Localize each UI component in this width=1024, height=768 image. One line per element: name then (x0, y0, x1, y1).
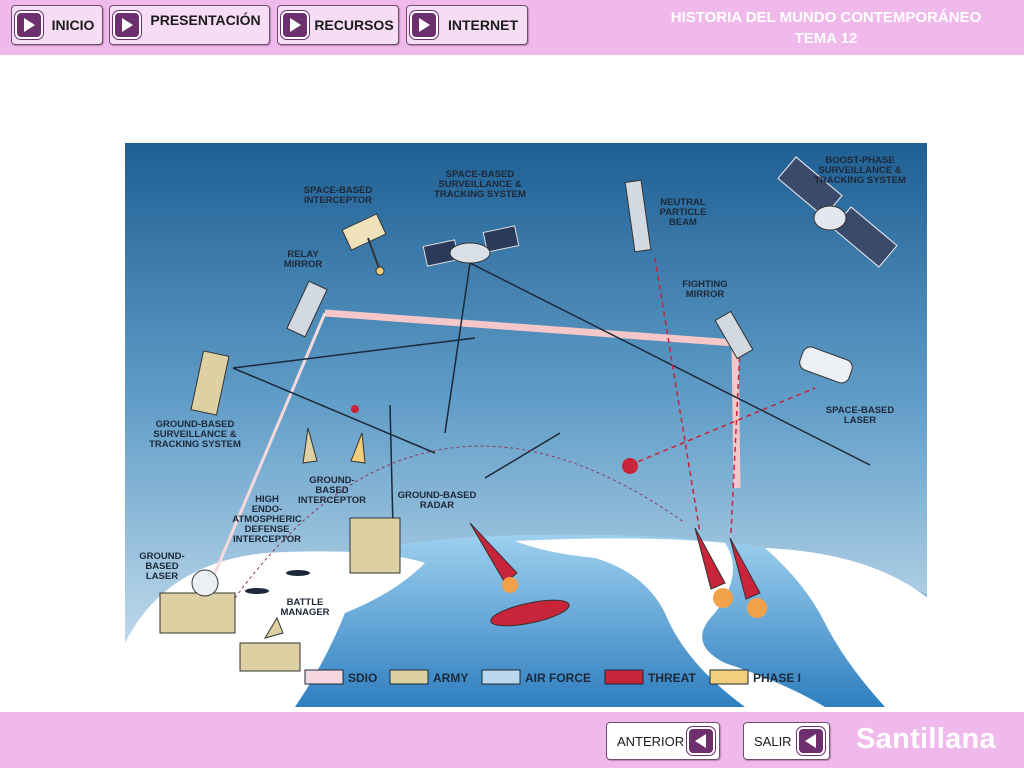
course-title: HISTORIA DEL MUNDO CONTEMPORÁNEO (670, 9, 982, 26)
tracking-line (469, 262, 871, 466)
play-arrow-icon (113, 11, 141, 39)
threat-explosion (622, 458, 638, 474)
relay-mirror-satellite (286, 280, 328, 338)
radar-line (389, 404, 394, 529)
anterior-label: ANTERIOR (617, 734, 685, 749)
top-navigation-bar: INICIO PRESENTACIÓN RECURSOS INTERNET HI… (0, 0, 1024, 55)
space-based-laser-satellite (799, 346, 853, 384)
landmass-central (515, 538, 825, 707)
threat-warhead (351, 405, 359, 413)
legend-swatch (304, 669, 344, 685)
internet-label: INTERNET (448, 17, 518, 33)
figure-legend: SDIO ARMY AIR FORCE THREAT PHASE I (304, 669, 801, 685)
recursos-label: RECURSOS (314, 17, 394, 33)
ground-radar-array (349, 517, 401, 574)
back-arrow-icon (687, 727, 715, 755)
legend-label: PHASE I (753, 671, 801, 685)
laser-line (629, 387, 816, 466)
hedi-missile (302, 427, 318, 464)
space-surveillance-satellite (422, 225, 520, 267)
landmass-east (765, 548, 927, 707)
topic-number: TEMA 12 (794, 30, 858, 47)
inicio-button[interactable]: INICIO (11, 5, 103, 45)
salir-label: SALIR (754, 734, 792, 749)
tracking-line (232, 367, 436, 454)
legend-swatch (481, 669, 521, 685)
fighting-mirror-satellite (714, 310, 754, 360)
space-based-interceptor-satellite (341, 213, 387, 276)
battle-manager-station (239, 616, 301, 672)
publisher-logo: Santillana (856, 723, 996, 755)
tracking-line (232, 337, 476, 369)
legend-swatch (709, 669, 749, 685)
play-arrow-icon (410, 11, 438, 39)
anterior-button[interactable]: ANTERIOR (606, 722, 720, 760)
presentacion-label: PRESENTACIÓN (150, 12, 261, 28)
recursos-button[interactable]: RECURSOS (277, 5, 399, 45)
radar-line (484, 432, 561, 479)
legend-swatch (389, 669, 429, 685)
threat-missiles (469, 522, 767, 618)
neutral-particle-beam-satellite (624, 179, 652, 253)
mirror-line (730, 347, 741, 534)
header-title-block: HISTORIA DEL MUNDO CONTEMPORÁNEO TEMA 12 (646, 7, 1006, 49)
ground-laser-beam (213, 312, 327, 574)
play-arrow-icon (281, 11, 309, 39)
bottom-navigation-bar: ANTERIOR SALIR Santillana (0, 712, 1024, 768)
presentacion-button[interactable]: PRESENTACIÓN (109, 5, 270, 45)
legend-label: THREAT (648, 671, 696, 685)
legend-label: SDIO (348, 671, 377, 685)
particle-beam-line (654, 257, 701, 534)
back-arrow-icon (797, 727, 825, 755)
ground-interceptor-missile (350, 432, 366, 464)
ground-surveillance-tower (190, 350, 230, 416)
tracking-line (444, 262, 471, 434)
salir-button[interactable]: SALIR (743, 722, 830, 760)
ground-laser-station (159, 569, 236, 634)
play-arrow-icon (15, 11, 43, 39)
legend-swatch (604, 669, 644, 685)
boost-phase-satellite (777, 156, 898, 268)
inicio-label: INICIO (51, 17, 95, 33)
threat-submarine (490, 599, 570, 627)
internet-button[interactable]: INTERNET (406, 5, 528, 45)
missile-trajectory (234, 445, 686, 599)
legend-label: ARMY (433, 671, 468, 685)
legend-label: AIR FORCE (525, 671, 591, 685)
silo-markers (245, 570, 310, 594)
